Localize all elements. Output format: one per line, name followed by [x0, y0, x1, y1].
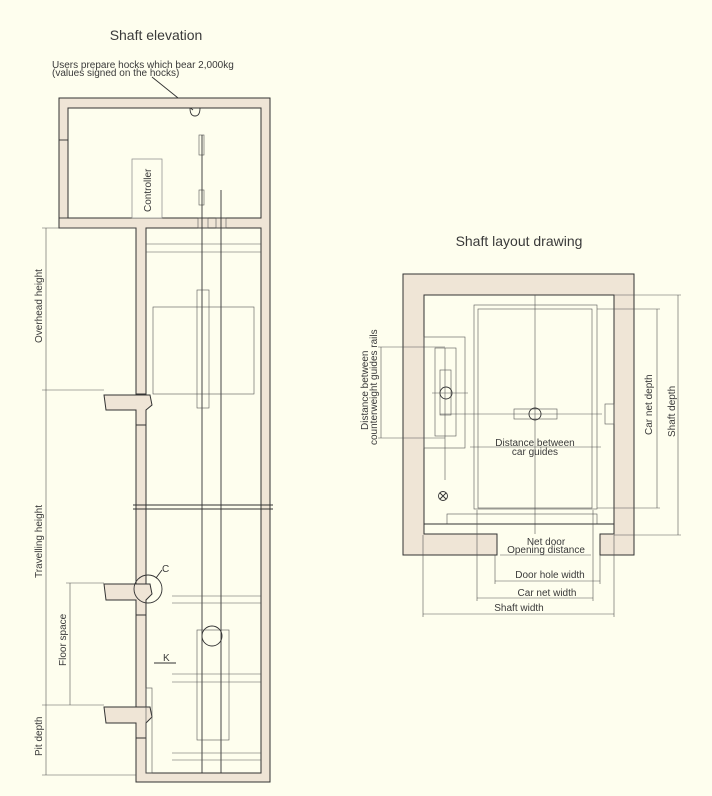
hook-icon [189, 107, 201, 117]
travelling-height-label: Travelling height [34, 505, 45, 578]
machine-part [198, 189, 205, 206]
floor-space-label: Floor space [58, 613, 69, 666]
pit-ladder [145, 687, 153, 774]
cw-guides-label-2: counterweight guides rails [369, 329, 380, 445]
pulley-icon [201, 625, 223, 647]
car-net-depth-label: Car net depth [644, 374, 655, 435]
detail-c-circle [133, 574, 163, 604]
car-door-sill [446, 513, 598, 525]
overhead-height-label: Overhead height [34, 269, 45, 343]
car-guides-label-2: car guides [512, 447, 558, 458]
cw-guides-label-1: Distance between [360, 351, 371, 431]
counterweight [439, 369, 452, 416]
detail-k-label: K [163, 653, 170, 664]
elevation-dimensions [42, 227, 136, 776]
shaft-layout: Shaft layout drawing [360, 233, 681, 617]
rope-hole [197, 217, 209, 229]
car-net-width-label: Car net width [518, 588, 577, 599]
hook-note-line2: (values signed on the hocks) [52, 68, 179, 79]
counterweight-frame [423, 336, 466, 449]
detail-c-label: C [162, 564, 169, 575]
pit-depth-label: Pit depth [34, 717, 45, 756]
car-guides-label-1: Distance between [495, 438, 575, 449]
elevator-car [152, 306, 255, 395]
shaft-depth-label: Shaft depth [667, 386, 678, 437]
controller-box [131, 158, 163, 219]
layout-title: Shaft layout drawing [456, 233, 583, 249]
landing-slabs [103, 394, 153, 739]
door-hole-width-label: Door hole width [515, 570, 584, 581]
control-box [604, 403, 615, 425]
counterweight [196, 629, 230, 741]
car-sling [196, 289, 210, 409]
shaft-elevation: Shaft elevation Users prepare hocks whic… [34, 27, 273, 783]
machine-room-wall [58, 97, 271, 783]
light-icon [438, 491, 448, 501]
shaft-wall [402, 273, 635, 556]
car-pulley-icon [528, 407, 542, 421]
machine-room-window [58, 139, 69, 219]
elevation-title: Shaft elevation [110, 27, 203, 43]
machine-part [198, 134, 205, 156]
controller-label: Controller [143, 168, 154, 212]
net-door-label-2: Opening distance [507, 545, 585, 556]
car-guide-beam [513, 408, 558, 420]
net-door-label-1: Net door [527, 537, 566, 548]
hook-note-line1: Users prepare hocks which bear 2,000kg [52, 60, 234, 71]
shaft-width-label: Shaft width [494, 603, 543, 614]
layout-dimensions [378, 294, 681, 617]
car-frame [473, 304, 598, 510]
